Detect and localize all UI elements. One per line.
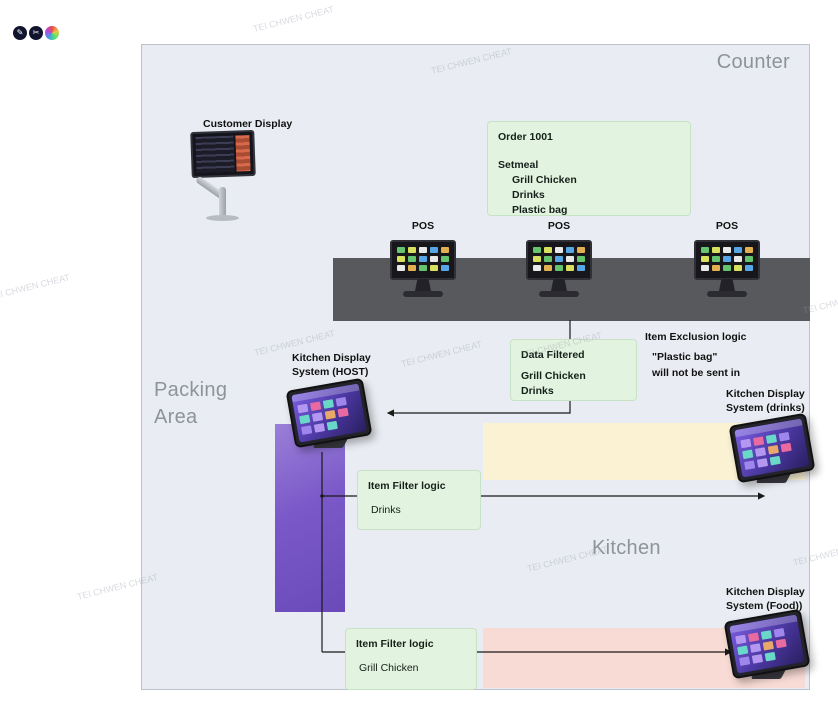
kds-host-label: Kitchen Display System (HOST) [292,352,371,378]
pos-screen [390,240,456,280]
pos-label-1: POS [411,220,435,232]
pos-screen [694,240,760,280]
customer-display-base [206,215,239,221]
item-filter-drinks-title: Item Filter logic [368,480,446,492]
pos-terminal-3 [694,240,760,300]
item-filter-food-title: Item Filter logic [356,638,434,650]
data-filtered-box: Data Filtered Grill Chicken Drinks [510,339,637,401]
pos-label-2: POS [547,220,571,232]
pos-terminal-2 [526,240,592,300]
kds-drinks-label: Kitchen Display System (drinks) [726,388,805,414]
kds-screen [291,383,367,443]
pos-stand-neck [551,279,567,291]
item-exclusion-line1: "Plastic bag" [652,350,718,363]
order-box-title: Order 1001 [498,131,553,143]
kds-screen [734,418,810,478]
kds-body [728,412,816,484]
pos-stand-base [539,291,579,297]
kds-screen [729,614,805,674]
pos-stand-base [707,291,747,297]
order-box: Order 1001 Setmeal Grill Chicken Drinks … [487,121,691,216]
pos-terminal-1 [390,240,456,300]
item-exclusion-line2: will not be sent in [652,367,741,379]
order-box-item: Plastic bag [512,204,568,216]
customer-display-illustration [189,129,259,223]
data-filtered-title: Data Filtered [521,349,585,361]
packing-area-purple-zone [275,424,345,612]
packing-area-zone-label: Packing Area [154,379,228,428]
pos-label-3: POS [715,220,739,232]
item-filter-food-item: Grill Chicken [359,662,419,674]
watermark-text: TEI CHWEN CHEAT [252,4,335,34]
customer-display-label: Customer Display [203,118,293,130]
order-box-item: Drinks [512,189,545,201]
customer-display-screen [190,129,256,179]
tool-button-3[interactable] [45,26,59,40]
kds-food-label: Kitchen Display System (Food)) [726,586,805,612]
item-filter-drinks-box: Item Filter logic Drinks [357,470,481,530]
kds-host-illustration [285,377,373,449]
kitchen-zone-label: Kitchen [592,537,661,559]
item-exclusion-note: Item Exclusion logic "Plastic bag" will … [645,329,815,382]
kds-body [723,608,811,680]
pos-stand-neck [719,279,735,291]
kds-food-illustration [723,608,811,680]
tool-button-1[interactable]: ✎ [13,26,27,40]
customer-display-pole [219,187,226,217]
watermark-text: TEI CHWEN CHEAT [0,272,71,302]
pos-stand-base [403,291,443,297]
kds-drinks-illustration [728,412,816,484]
order-box-group: Setmeal [498,159,539,171]
item-filter-drinks-item: Drinks [371,504,401,516]
data-filtered-item: Grill Chicken [521,370,586,382]
order-box-item: Grill Chicken [512,174,577,186]
counter-zone-label: Counter [716,51,790,73]
tool-button-2[interactable]: ✂ [29,26,43,40]
data-filtered-item: Drinks [521,385,554,397]
kds-body [285,377,373,449]
item-exclusion-title: Item Exclusion logic [645,331,747,343]
pos-screen [526,240,592,280]
pos-stand-neck [415,279,431,291]
item-filter-food-box: Item Filter logic Grill Chicken [345,628,477,690]
